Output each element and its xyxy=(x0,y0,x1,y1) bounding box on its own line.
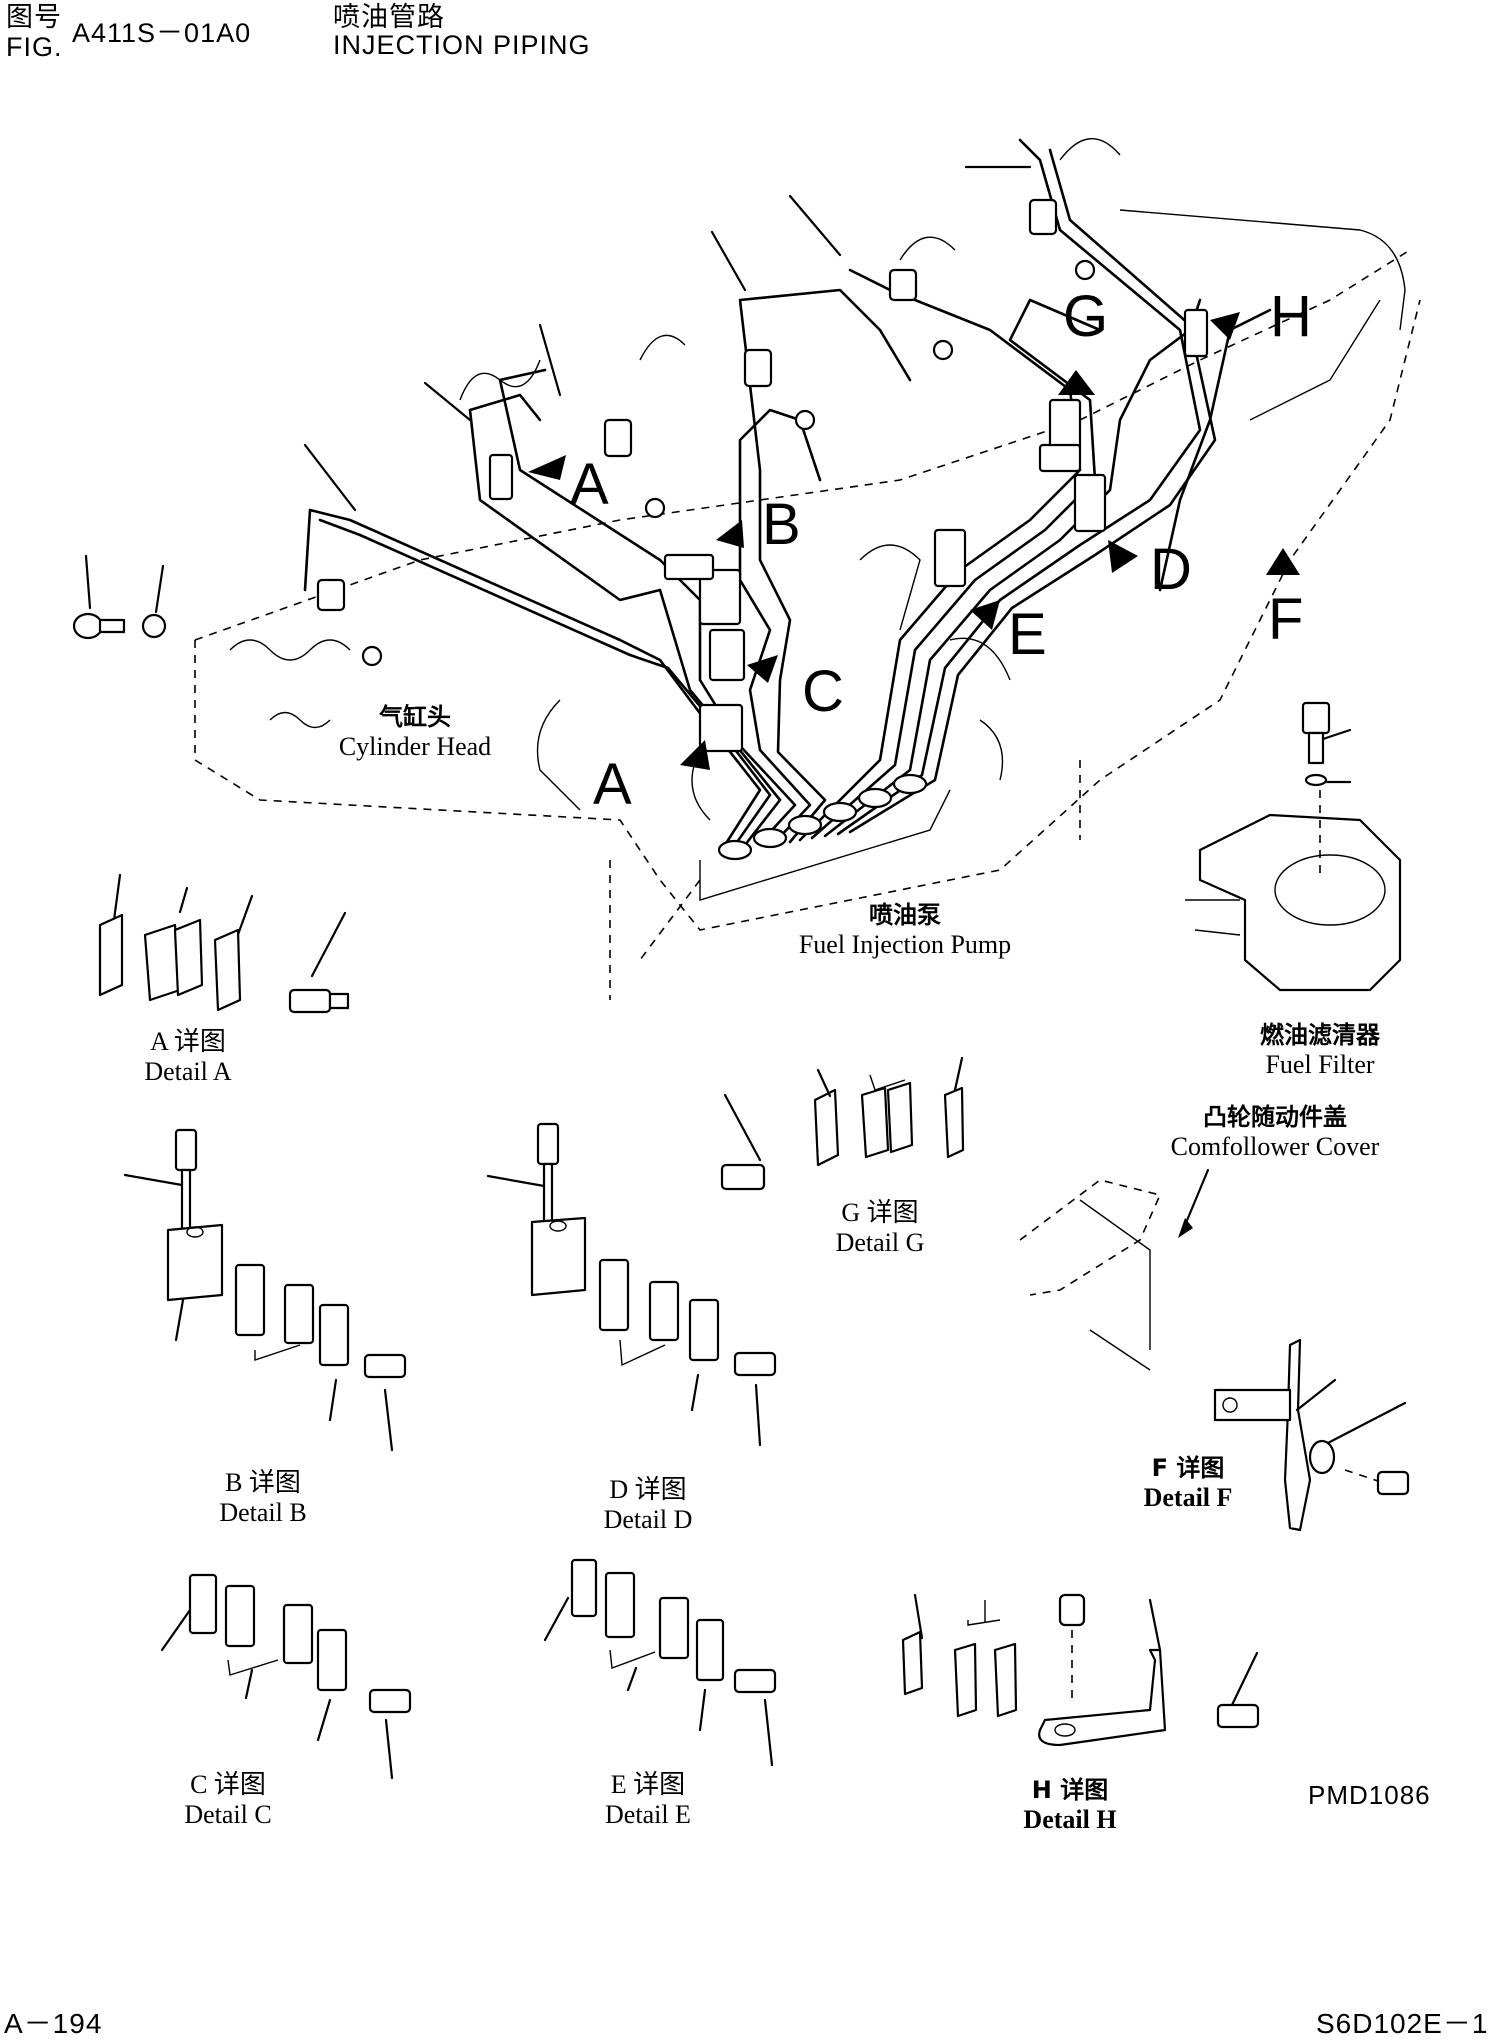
camfollower-cover-cn: 凸轮随动件盖 xyxy=(1203,1103,1347,1131)
detail-c-caption: C 详图 Detail C xyxy=(148,1770,308,1830)
detail-c-cn: C 详图 xyxy=(190,1770,266,1799)
callout-g: G xyxy=(1063,284,1109,349)
detail-e-en: Detail E xyxy=(605,1800,691,1829)
left-bolt-washer xyxy=(72,554,167,640)
detail-g-cn: G 详图 xyxy=(841,1198,919,1227)
fig-label: FIG. xyxy=(6,32,63,62)
injector-fittings xyxy=(316,198,1096,667)
detail-d-cn: D 详图 xyxy=(609,1475,687,1504)
detail-h-en: Detail H xyxy=(1023,1805,1117,1834)
detail-h-parts xyxy=(901,1593,1260,1747)
detail-b-cn: B 详图 xyxy=(225,1468,301,1497)
injection-pipes xyxy=(303,138,1272,847)
callout-d: D xyxy=(1150,537,1192,602)
detail-h-caption: H 详图 Detail H xyxy=(990,1775,1150,1835)
title-en: INJECTION PIPING xyxy=(333,30,591,60)
callout-c: C xyxy=(802,659,844,724)
detail-c-en: Detail C xyxy=(184,1800,272,1829)
page-number: A－194 xyxy=(4,2008,103,2039)
detail-g-parts xyxy=(720,1056,965,1191)
detail-f-parts xyxy=(1019,1168,1410,1532)
pump-delivery-valves xyxy=(699,773,951,901)
detail-f-cn: F 详图 xyxy=(1151,1454,1225,1482)
fuel-filter-en: Fuel Filter xyxy=(1265,1050,1375,1079)
detail-g-caption: G 详图 Detail G xyxy=(800,1198,960,1258)
fig-number: A411S－01A0 xyxy=(72,18,252,48)
fuel-filter-cn: 燃油滤清器 xyxy=(1260,1021,1380,1049)
detail-b-en: Detail B xyxy=(219,1498,307,1527)
detail-b-caption: B 详图 Detail B xyxy=(183,1468,343,1528)
detail-h-cn: H 详图 xyxy=(1031,1776,1109,1804)
detail-c-parts xyxy=(160,1573,412,1780)
cylinder-head-en: Cylinder Head xyxy=(338,732,492,761)
cylinder-head-cn: 气缸头 xyxy=(379,703,451,731)
drawing-code: PMD1086 xyxy=(1308,1780,1431,1810)
detail-a-caption: A 详图 Detail A xyxy=(108,1027,268,1087)
detail-e-caption: E 详图 Detail E xyxy=(568,1770,728,1830)
detail-d-caption: D 详图 Detail D xyxy=(568,1475,728,1535)
detail-f-en: Detail F xyxy=(1143,1483,1233,1512)
detail-a-cn: A 详图 xyxy=(150,1027,226,1056)
fuel-injection-pump-en: Fuel Injection Pump xyxy=(798,930,1012,959)
fuel-injection-pump-label: 喷油泵 Fuel Injection Pump xyxy=(755,900,1055,960)
detail-f-caption: F 详图 Detail F xyxy=(1108,1453,1268,1513)
camfollower-cover-en: Comfollower Cover xyxy=(1170,1132,1380,1161)
pipe-leader-lines xyxy=(303,165,1032,512)
callout-f: F xyxy=(1268,587,1304,652)
callout-h: H xyxy=(1270,284,1312,349)
detail-e-parts xyxy=(543,1558,777,1767)
detail-b-parts xyxy=(123,1128,407,1452)
detail-e-cn: E 详图 xyxy=(610,1770,686,1799)
callout-arrows xyxy=(528,312,1300,770)
callout-b: B xyxy=(762,492,801,557)
fuel-injection-pump-cn: 喷油泵 xyxy=(869,901,941,929)
detail-d-parts xyxy=(486,1122,777,1447)
detail-d-en: Detail D xyxy=(603,1505,693,1534)
pipe-clamps xyxy=(488,308,1209,753)
title-cn: 喷油管路 xyxy=(333,2,445,32)
callout-e: E xyxy=(1008,602,1047,667)
detail-a-en: Detail A xyxy=(144,1057,232,1086)
callout-a-lower: A xyxy=(593,752,632,817)
cylinder-head-label: 气缸头 Cylinder Head xyxy=(300,702,530,762)
fuel-filter xyxy=(1185,701,1402,992)
callout-a-upper: A xyxy=(570,452,609,517)
detail-g-en: Detail G xyxy=(835,1228,925,1257)
fuel-filter-label: 燃油滤清器 Fuel Filter xyxy=(1220,1020,1420,1080)
detail-a-parts xyxy=(98,873,350,1014)
fig-cn-label: 图号 xyxy=(6,2,62,32)
model-code: S6D102E－1 xyxy=(1316,2008,1489,2039)
camfollower-cover-label: 凸轮随动件盖 Comfollower Cover xyxy=(1130,1102,1420,1162)
